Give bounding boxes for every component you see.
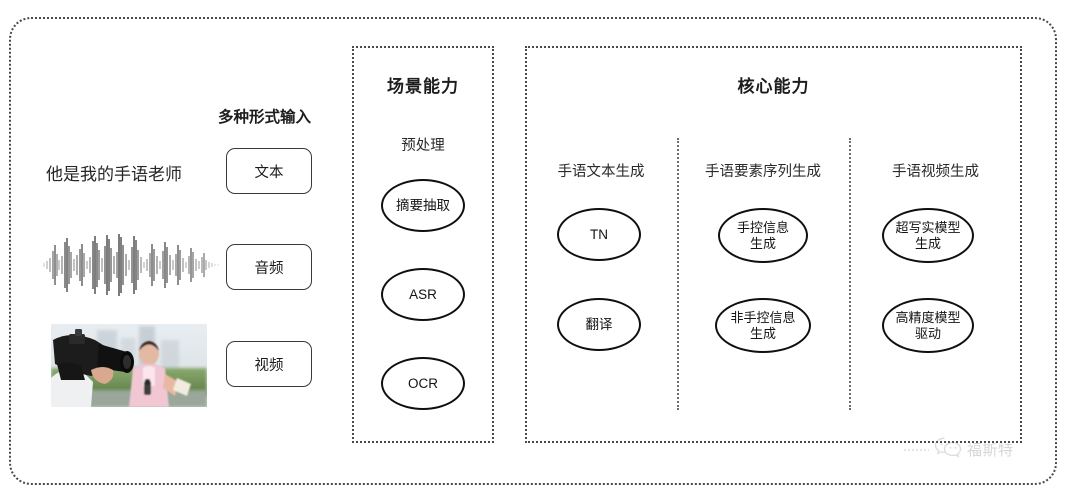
- node-label-line2: 生成: [749, 235, 776, 251]
- chip-video[interactable]: 视频: [226, 341, 312, 387]
- watermark: 福斯特: [903, 435, 1014, 464]
- input-caption: 多种形式输入: [218, 109, 312, 126]
- node-summary-extraction[interactable]: 摘要抽取: [381, 179, 465, 232]
- node-translation[interactable]: 翻译: [557, 298, 641, 351]
- video-thumbnail: [51, 324, 207, 407]
- node-manual-signal-generation[interactable]: 手控信息 生成: [718, 208, 808, 263]
- node-label-line1: 超写实模型: [895, 220, 961, 236]
- core-capability-panel: 核心能力: [525, 46, 1022, 443]
- node-label: 翻译: [585, 316, 613, 332]
- scene-panel-title: 场景能力: [387, 77, 459, 96]
- node-label-line2: 驱动: [914, 325, 941, 341]
- core-column-heading-sign-element-sequence-generation: 手语要素序列生成: [705, 164, 821, 180]
- node-label-line2: 生成: [914, 235, 941, 251]
- chip-audio[interactable]: 音频: [226, 244, 312, 290]
- chip-video-label: 视频: [254, 357, 284, 374]
- node-label: OCR: [408, 375, 438, 391]
- node-non-manual-signal-generation[interactable]: 非手控信息 生成: [715, 298, 811, 353]
- watermark-dots: [903, 448, 929, 451]
- node-label-block: 非手控信息 生成: [730, 310, 795, 341]
- audio-waveform: [38, 232, 223, 298]
- node-label-line1: 手控信息: [736, 220, 789, 236]
- core-column-heading-sign-video-generation: 手语视频生成: [892, 164, 979, 180]
- node-label-line2: 生成: [749, 325, 776, 341]
- outer-frame: [9, 17, 1057, 485]
- node-label: ASR: [409, 286, 437, 302]
- node-ocr[interactable]: OCR: [381, 357, 465, 410]
- node-label-block: 手控信息 生成: [737, 220, 789, 251]
- core-panel-title: 核心能力: [737, 77, 810, 96]
- core-divider-2: [849, 138, 851, 410]
- node-hyperrealistic-model-generation[interactable]: 超写实模型 生成: [882, 208, 974, 263]
- wechat-icon: [933, 435, 963, 464]
- chip-text-label: 文本: [254, 164, 284, 181]
- node-label-block: 超写实模型 生成: [895, 220, 960, 251]
- chip-audio-label: 音频: [254, 260, 284, 277]
- node-label-line1: 非手控信息: [730, 310, 796, 326]
- node-label-line1: 高精度模型: [895, 310, 961, 326]
- core-column-heading-sign-text-generation: 手语文本生成: [557, 164, 645, 180]
- chip-text[interactable]: 文本: [226, 148, 312, 194]
- core-divider-1: [677, 138, 679, 410]
- node-label-block: 高精度模型 驱动: [895, 310, 960, 341]
- scene-capability-panel: 场景能力 预处理: [352, 46, 494, 443]
- watermark-text: 福斯特: [967, 441, 1014, 459]
- node-tn[interactable]: TN: [557, 208, 641, 261]
- node-asr[interactable]: ASR: [381, 268, 465, 321]
- node-label: TN: [590, 226, 608, 242]
- node-label: 摘要抽取: [396, 197, 450, 213]
- scene-group-label: 预处理: [401, 138, 445, 154]
- node-high-precision-model-driving[interactable]: 高精度模型 驱动: [882, 298, 974, 353]
- sample-text: 他是我的手语老师: [46, 165, 182, 184]
